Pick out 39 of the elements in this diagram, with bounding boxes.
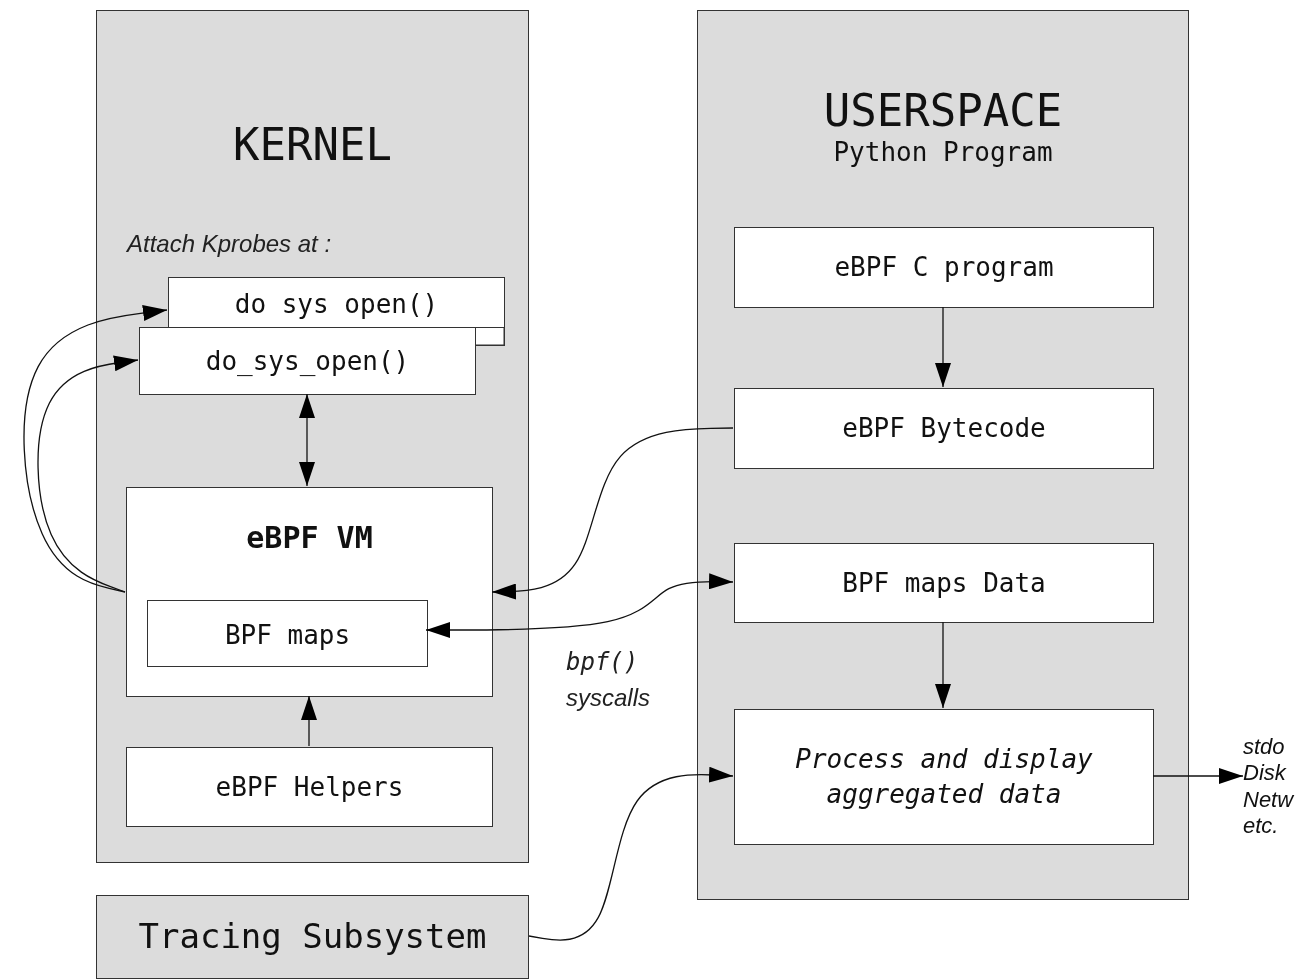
process-box bbox=[168, 277, 505, 328]
box-label: BPF maps Data bbox=[841, 567, 1047, 600]
box-label: do_sys_open() bbox=[204, 345, 411, 378]
box-label: Tracing Subsystem bbox=[137, 915, 488, 958]
process-box bbox=[126, 487, 493, 697]
output-list: stdo Disk Netw etc. bbox=[1243, 734, 1302, 840]
box-label: eBPF C program bbox=[833, 251, 1055, 284]
box-label: Process and display aggregated data bbox=[794, 743, 1094, 812]
process-box bbox=[734, 227, 1154, 308]
annotation-text: syscalls bbox=[566, 684, 650, 712]
arrow bbox=[37, 355, 139, 593]
arrow bbox=[1152, 768, 1244, 784]
arrow bbox=[935, 306, 951, 388]
process-box bbox=[96, 895, 529, 979]
box-label: eBPF Bytecode bbox=[841, 412, 1047, 445]
panel-subtitle: Python Program bbox=[832, 136, 1054, 169]
box-label: eBPF VM bbox=[245, 519, 374, 557]
panel-title: KERNEL bbox=[232, 118, 393, 172]
arrow bbox=[491, 427, 734, 600]
annotation-text: bpf() bbox=[566, 648, 639, 676]
arrow bbox=[425, 573, 734, 638]
arrow bbox=[23, 305, 168, 593]
annotation-text: Attach Kprobes at : bbox=[127, 230, 332, 258]
process-box bbox=[139, 327, 476, 395]
process-box bbox=[734, 388, 1154, 469]
arrow bbox=[935, 621, 951, 709]
process-box bbox=[734, 709, 1154, 845]
process-box bbox=[126, 747, 493, 827]
box-label: do sys open() bbox=[233, 288, 440, 321]
arrow bbox=[301, 695, 317, 747]
box-label: eBPF Helpers bbox=[214, 771, 405, 804]
arrow bbox=[299, 393, 315, 487]
box-label: BPF maps bbox=[223, 619, 352, 652]
region-panel bbox=[96, 10, 529, 863]
process-box bbox=[734, 543, 1154, 623]
arrow bbox=[528, 766, 734, 941]
region-panel bbox=[697, 10, 1189, 900]
process-box bbox=[147, 600, 428, 667]
panel-title: USERSPACE bbox=[822, 84, 1064, 138]
